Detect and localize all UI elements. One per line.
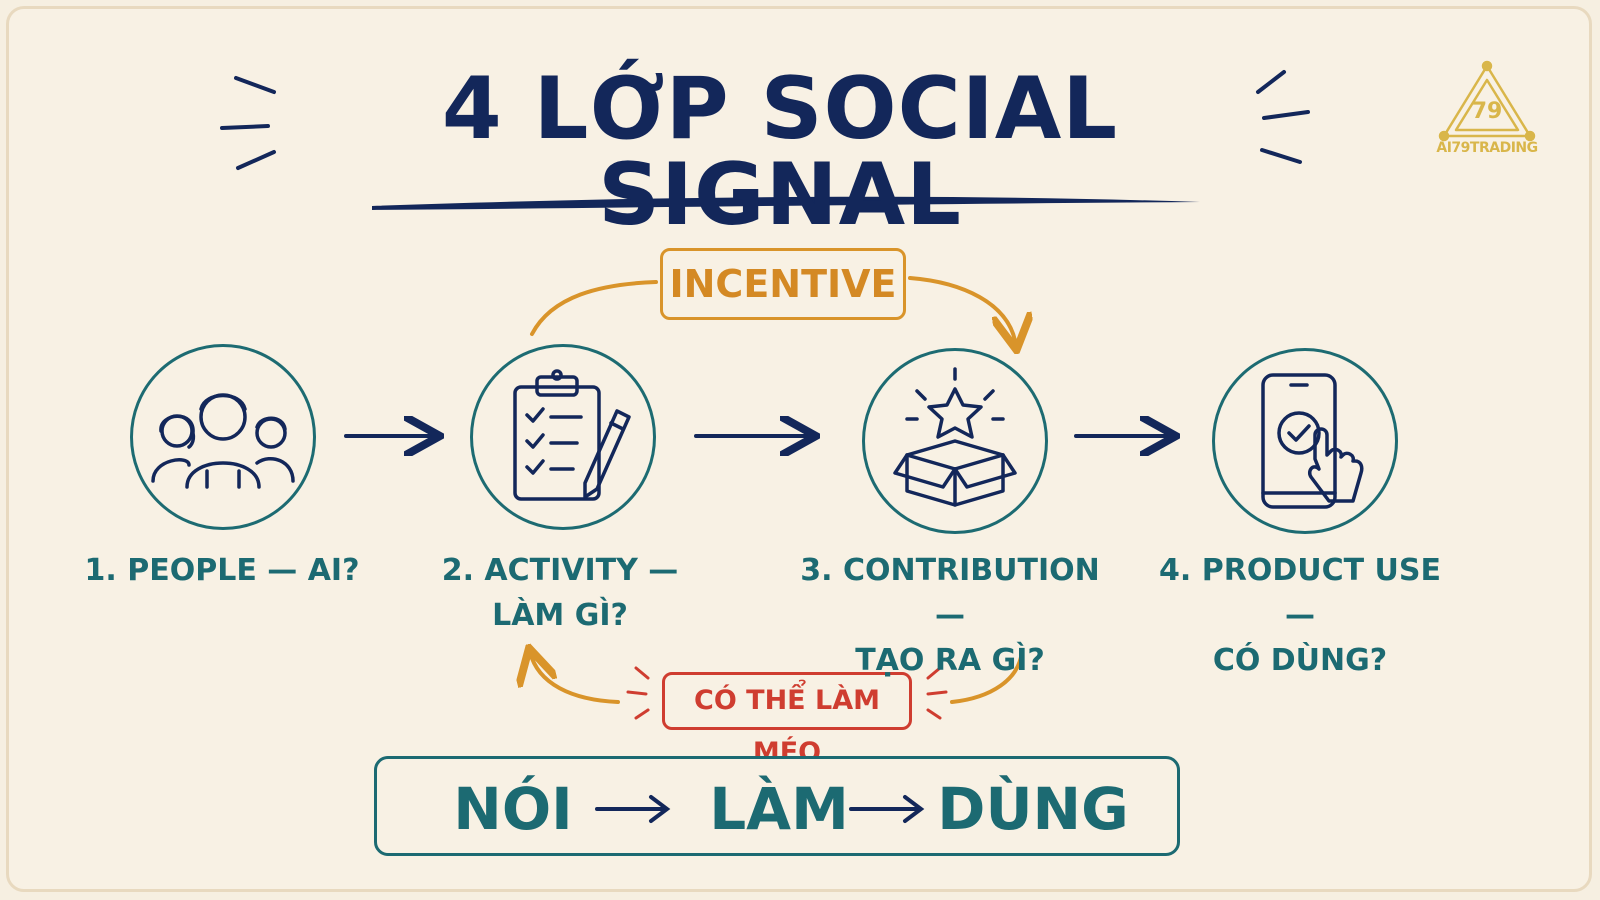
title-underline bbox=[372, 196, 1200, 210]
title-tick-left-3 bbox=[236, 150, 276, 170]
brand-logo: 79 AI79TRADING bbox=[1424, 60, 1550, 160]
step-2-label-line2: LÀM GÌ? bbox=[492, 598, 628, 633]
incentive-arc-left bbox=[530, 280, 658, 336]
distort-warning-label: CÓ THỂ LÀM MÉO bbox=[662, 672, 912, 768]
step-2-label-line1: 2. ACTIVITY — bbox=[441, 553, 679, 588]
step-1-label-line1: 1. PEOPLE — AI? bbox=[84, 553, 360, 588]
people-icon bbox=[151, 393, 295, 489]
clipboard-checklist-icon bbox=[513, 369, 631, 501]
step-3-contribution-circle bbox=[862, 348, 1048, 534]
title-tick-left-2 bbox=[220, 124, 270, 130]
step-4-product-use-circle bbox=[1212, 348, 1398, 534]
title-tick-left-1 bbox=[234, 76, 276, 94]
summary-word-use: DÙNG bbox=[937, 775, 1129, 843]
phone-tap-icon bbox=[1261, 373, 1364, 509]
step-1-label: 1. PEOPLE — AI? bbox=[62, 548, 382, 593]
step-1-people-circle bbox=[130, 344, 316, 530]
step-4-label-line2: CÓ DÙNG? bbox=[1212, 643, 1388, 678]
distort-arc-left bbox=[530, 652, 620, 704]
logo-mark-icon: 79 bbox=[1438, 60, 1536, 142]
step-4-label: 4. PRODUCT USE — CÓ DÙNG? bbox=[1140, 548, 1460, 683]
step-4-label-line1: 4. PRODUCT USE — bbox=[1159, 553, 1441, 633]
step-3-label-line2: TẠO RA GÌ? bbox=[855, 643, 1045, 678]
step-2-label: 2. ACTIVITY — LÀM GÌ? bbox=[400, 548, 720, 638]
step-2-activity-circle bbox=[470, 344, 656, 530]
step-3-label-line1: 3. CONTRIBUTION — bbox=[800, 553, 1100, 633]
title-tick-right-2 bbox=[1262, 110, 1310, 120]
summary-word-speak: NÓI bbox=[453, 775, 573, 843]
summary-box: NÓI LÀM DÙNG bbox=[374, 756, 1180, 856]
title-tick-right-1 bbox=[1256, 70, 1286, 94]
incentive-label: INCENTIVE bbox=[660, 248, 906, 320]
summary-arrow-2 bbox=[849, 795, 925, 823]
logo-mark-text: 79 bbox=[1472, 99, 1503, 124]
distort-arc-right bbox=[950, 648, 1024, 704]
page-title: 4 LỚP SOCIAL SIGNAL bbox=[441, 59, 1119, 245]
logo-name: AI79TRADING bbox=[1436, 140, 1538, 156]
summary-word-do: LÀM bbox=[709, 775, 849, 843]
title-tick-right-3 bbox=[1260, 148, 1302, 164]
box-star-icon bbox=[893, 367, 1017, 507]
incentive-arc-right bbox=[908, 276, 1016, 346]
summary-arrow-1 bbox=[595, 795, 671, 823]
step-3-label: 3. CONTRIBUTION — TẠO RA GÌ? bbox=[790, 548, 1110, 683]
